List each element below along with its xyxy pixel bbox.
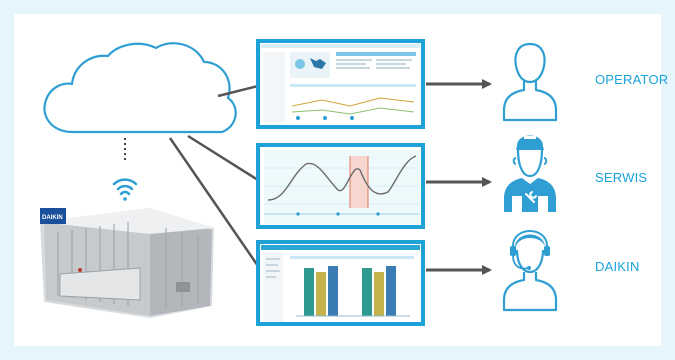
wifi-icon <box>112 178 138 201</box>
trend-chart-screenshot <box>256 143 425 229</box>
connector-line-1 <box>217 84 259 98</box>
connector-line-3 <box>168 137 260 267</box>
chiller-brand-label: DAIKIN <box>42 215 63 221</box>
service-technician-icon <box>504 135 556 212</box>
role-label-daikin: DAIKIN <box>595 259 640 274</box>
support-agent-headset-icon <box>502 230 558 312</box>
cloud-icon <box>43 42 237 134</box>
connector-line-2 <box>187 134 259 182</box>
chiller-unit-icon <box>40 208 214 318</box>
overview-dashboard-screenshot <box>256 39 425 129</box>
role-label-service: SERWIS <box>595 170 648 185</box>
operator-person-icon <box>502 42 558 122</box>
bar-comparison-screenshot <box>256 240 425 326</box>
role-label-operator: OPERATOR <box>595 72 669 87</box>
